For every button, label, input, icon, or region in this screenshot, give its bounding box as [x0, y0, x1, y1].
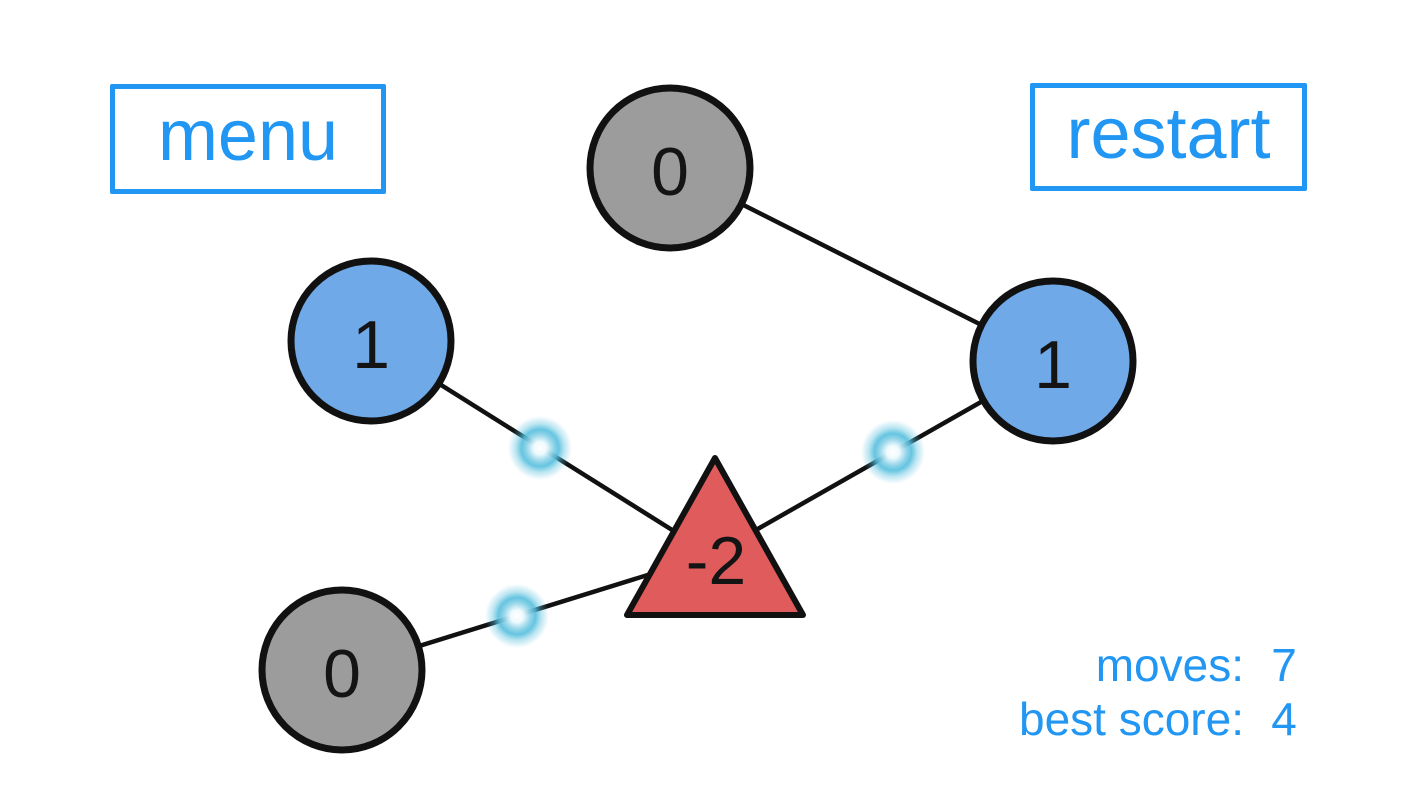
node-left[interactable]: 1 [287, 257, 455, 425]
best-score-value: 4 [1271, 693, 1297, 745]
pulse-dots-layer [485, 416, 925, 648]
node-right[interactable]: 1 [969, 277, 1137, 445]
moves-label: moves: [1095, 639, 1244, 691]
scoreboard: moves: 7 best score: 4 [1019, 638, 1312, 746]
restart-button[interactable]: restart [1030, 83, 1307, 191]
node-shape-circle[interactable] [258, 586, 426, 754]
node-value-label: 1 [1034, 327, 1072, 403]
node-shape-circle[interactable] [969, 277, 1137, 445]
node-shape-circle[interactable] [287, 257, 455, 425]
node-value-label: 0 [651, 134, 689, 210]
menu-button[interactable]: menu [110, 84, 386, 194]
node-value-label: -2 [686, 523, 746, 599]
edge-pulse-dot [485, 584, 549, 648]
node-bottom[interactable]: 0 [258, 586, 426, 754]
nodes-layer: 0 1 1 0 -2 [258, 84, 1137, 754]
node-value-label: 0 [323, 636, 361, 712]
node-value-label: 1 [352, 307, 390, 383]
edge-pulse-dot [508, 416, 572, 480]
node-middle[interactable]: -2 [624, 455, 806, 618]
moves-value: 7 [1271, 639, 1297, 691]
node-shape-circle[interactable] [586, 84, 754, 252]
node-shape-triangle[interactable] [624, 455, 806, 618]
best-score-label: best score: [1019, 693, 1244, 745]
edge-pulse-dot [861, 420, 925, 484]
node-top[interactable]: 0 [586, 84, 754, 252]
